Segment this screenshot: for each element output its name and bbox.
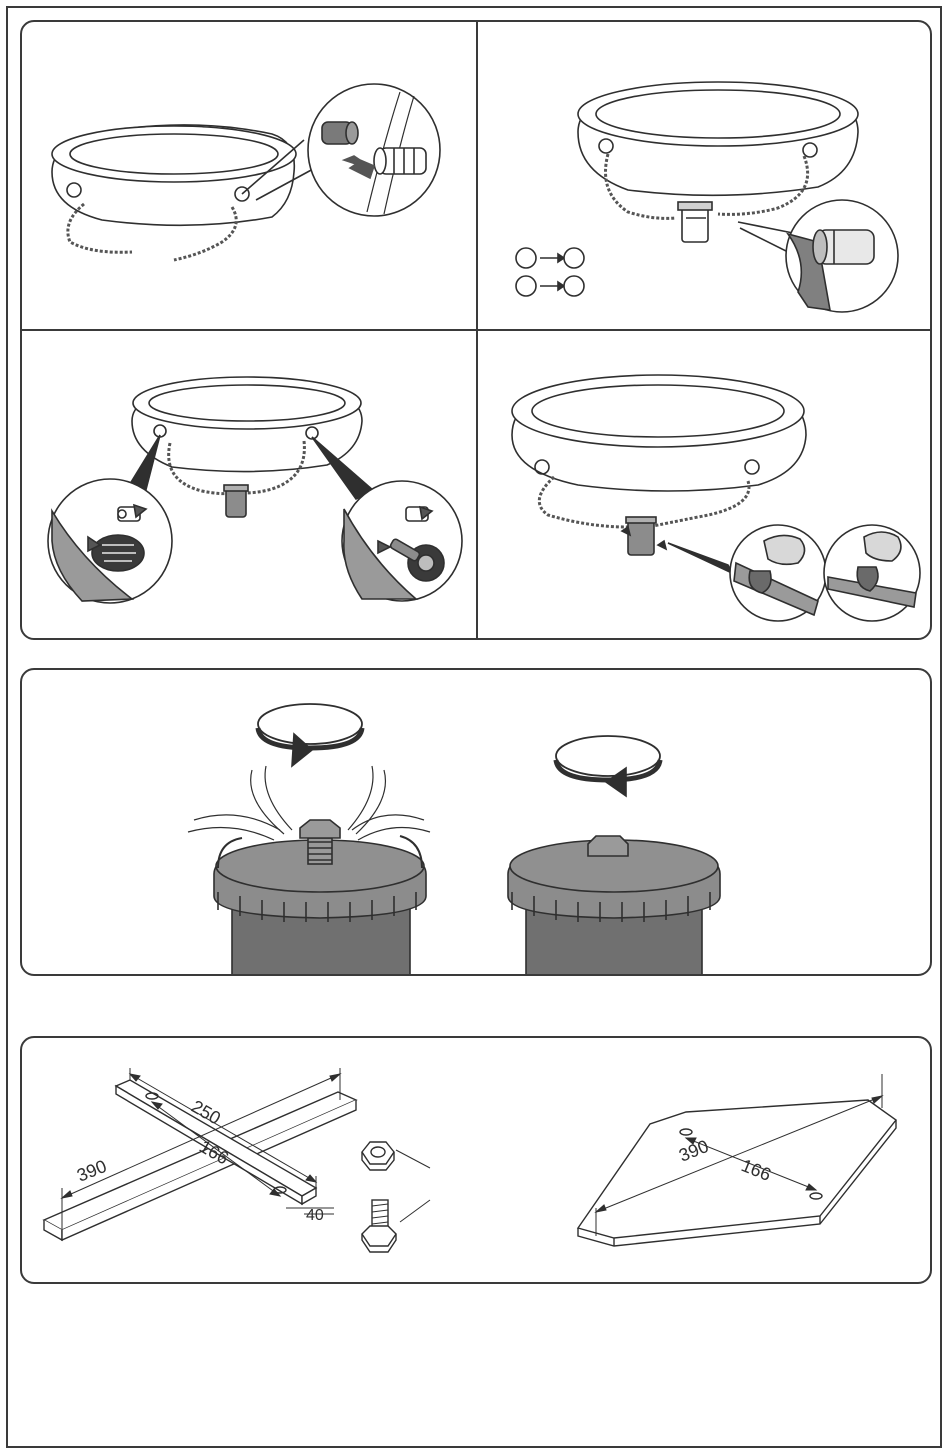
connector-detail-circle <box>786 200 898 312</box>
hand-icon <box>864 532 901 561</box>
nut-icon <box>362 1142 430 1170</box>
pool-icon <box>512 375 806 491</box>
hand-icon <box>764 535 805 564</box>
strainer-icon <box>92 535 144 571</box>
legend-circle-from-2 <box>516 276 536 296</box>
filter-pump-icon <box>224 485 248 517</box>
base-dimensions-panel: 390 250 166 40 <box>20 1036 932 1284</box>
strainer-detail-circle <box>48 479 172 603</box>
connector-icon <box>322 122 358 144</box>
connector-icon <box>813 230 874 264</box>
rotate-counterclockwise-icon <box>556 736 660 796</box>
legend-circle-to-2 <box>564 276 584 296</box>
legend-circle-from-1 <box>516 248 536 268</box>
connection-legend <box>516 248 584 296</box>
rotate-clockwise-icon <box>258 704 362 766</box>
step-4-hose-clamps <box>478 331 930 638</box>
air-release-valve-panel <box>20 668 932 976</box>
air-release-close-illustration <box>508 736 720 974</box>
pool-icon <box>52 125 296 225</box>
pool-icon <box>578 82 858 195</box>
valve-detail-circle <box>342 481 462 601</box>
cross-thickness-label: 40 <box>306 1207 324 1224</box>
hose-end-icon <box>374 148 426 174</box>
air-release-valve-icon <box>588 836 628 856</box>
connector-detail-circle <box>308 84 440 216</box>
base-plate-icon <box>578 1100 896 1246</box>
filter-pump-icon <box>678 202 712 242</box>
step-1-hose-connection <box>22 22 476 329</box>
filter-housing-icon <box>508 840 720 974</box>
clamp-detail-circle-1 <box>730 525 826 621</box>
bolt-icon <box>362 1200 430 1252</box>
legend-circle-to-1 <box>564 248 584 268</box>
step-2-pump-connection <box>478 22 930 329</box>
step-3-strainer-installation <box>22 331 476 638</box>
cross-length-label: 390 <box>74 1156 109 1186</box>
installation-steps-panel <box>20 20 932 640</box>
clamp-detail-circle-2 <box>824 525 920 621</box>
air-release-open-illustration <box>188 704 430 974</box>
